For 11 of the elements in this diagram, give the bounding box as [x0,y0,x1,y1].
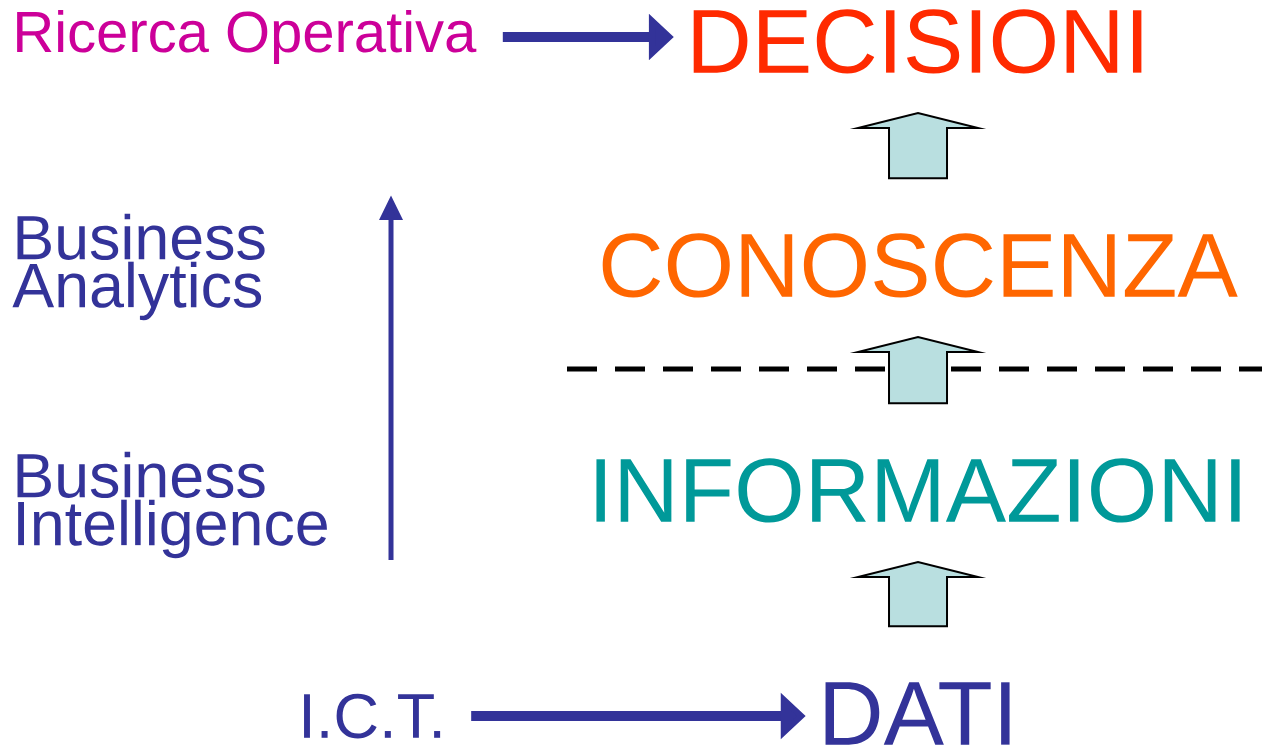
level-label: DATI [825,682,1010,745]
technology-label: I.C.T. [304,693,441,739]
level-label: INFORMAZIONI [596,458,1240,523]
technology-label: Business Analytics [12,213,265,321]
technology-label: Business Intelligence [17,451,327,559]
block-arrow [849,560,987,628]
block-arrow [849,111,987,180]
block-arrow [849,335,987,405]
level-label: CONOSCENZA [602,233,1238,298]
technology-label: Ricerca Operativa [17,9,477,65]
level-label: DECISIONI [693,9,1142,74]
